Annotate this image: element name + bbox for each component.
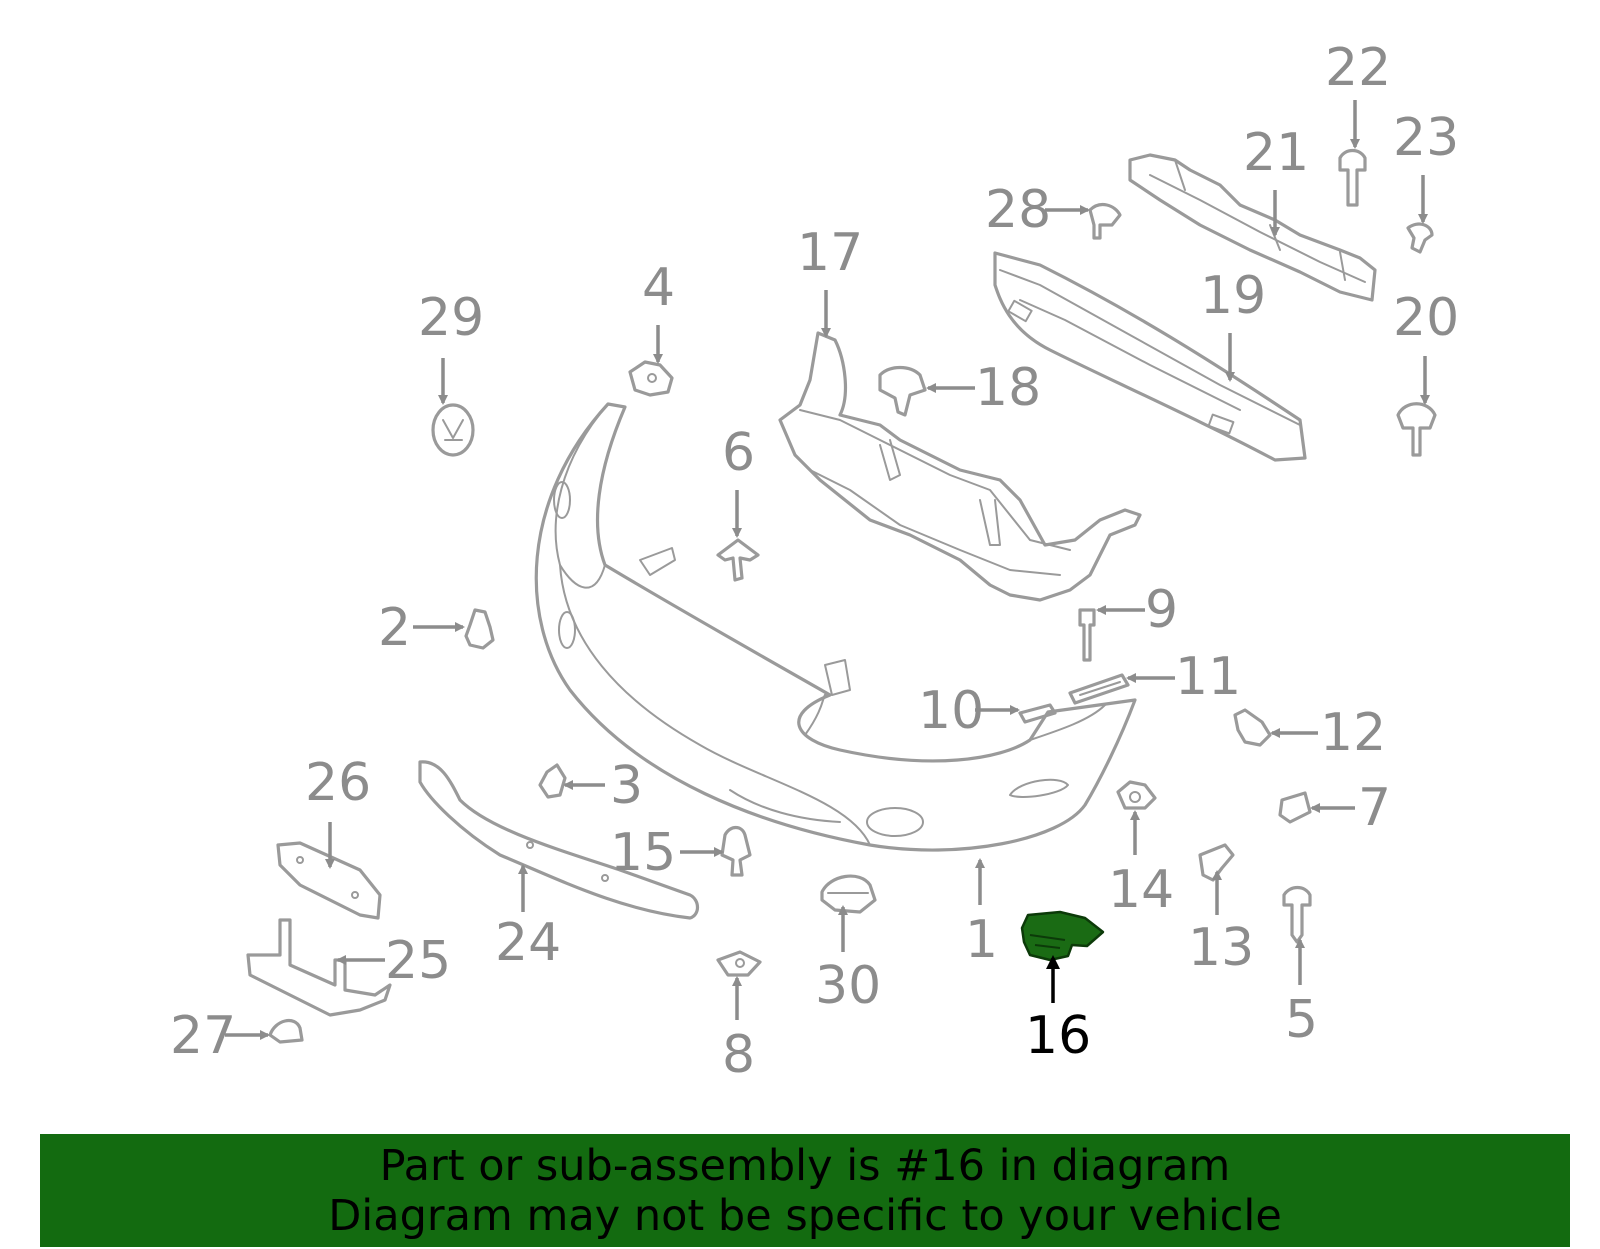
- callout-30: 30: [815, 956, 881, 1016]
- callout-25: 25: [385, 931, 451, 991]
- callout-29: 29: [418, 288, 484, 348]
- callout-9: 9: [1145, 580, 1178, 640]
- leader-arrows: [225, 100, 1430, 1040]
- callout-18: 18: [975, 358, 1041, 418]
- callout-22: 22: [1325, 38, 1391, 98]
- callout-8: 8: [722, 1025, 755, 1085]
- part-3-clip: [538, 763, 567, 799]
- callout-19: 19: [1200, 266, 1266, 326]
- part-5-bolt: [1282, 885, 1312, 944]
- callout-26: 26: [305, 753, 371, 813]
- callout-3: 3: [610, 756, 643, 816]
- callout-20: 20: [1393, 288, 1459, 348]
- part-18-bracket: [878, 365, 927, 417]
- part-22-bolt: [1338, 148, 1367, 207]
- callout-labels: 1 2 3 4 5 6 7 8 9 10 11 12 13 14 15 16 1…: [170, 38, 1459, 1085]
- part-10-pad: [1018, 703, 1057, 724]
- callout-28: 28: [985, 180, 1051, 240]
- part-11-strip: [1068, 673, 1130, 705]
- part-24-deflector: [418, 760, 700, 920]
- callout-12: 12: [1320, 703, 1386, 763]
- callout-2: 2: [378, 598, 411, 658]
- info-banner: Part or sub-assembly is #16 in diagram D…: [40, 1134, 1570, 1247]
- part-20-bolt: [1396, 402, 1437, 457]
- callout-16: 16: [1025, 1006, 1091, 1066]
- callout-13: 13: [1188, 918, 1254, 978]
- part-8-nut: [716, 950, 762, 977]
- callout-5: 5: [1285, 990, 1318, 1050]
- part-16-bracket-highlighted: [1020, 910, 1105, 962]
- part-25-frame-bracket: [246, 918, 392, 1017]
- callout-1: 1: [965, 910, 998, 970]
- callout-23: 23: [1393, 108, 1459, 168]
- callout-6: 6: [722, 423, 755, 483]
- banner-line-disclaimer: Diagram may not be specific to your vehi…: [328, 1190, 1282, 1241]
- part-4-clip: [628, 360, 674, 397]
- part-27-clip: [268, 1018, 304, 1044]
- banner-line-part-number: Part or sub-assembly is #16 in diagram: [379, 1140, 1231, 1191]
- part-6-push-pin: [716, 538, 760, 582]
- part-29-emblem: [431, 403, 475, 457]
- callout-7: 7: [1358, 778, 1391, 838]
- callout-10: 10: [918, 681, 984, 741]
- part-17-support-bracket: [778, 331, 1142, 602]
- callout-17: 17: [797, 223, 863, 283]
- callout-21: 21: [1243, 123, 1309, 183]
- part-15-push-pin: [720, 825, 752, 877]
- callout-15: 15: [610, 823, 676, 883]
- part-28-clip: [1088, 202, 1122, 240]
- callout-24: 24: [495, 913, 561, 973]
- part-14-nut: [1116, 780, 1157, 810]
- part-26-bracket-plate: [276, 841, 382, 920]
- callout-14: 14: [1108, 860, 1174, 920]
- part-9-bolt: [1078, 608, 1096, 662]
- part-13-grommet: [1198, 843, 1235, 882]
- callout-4: 4: [642, 258, 675, 318]
- callout-11: 11: [1175, 647, 1241, 707]
- part-19-reinforcement: [993, 251, 1307, 462]
- callout-27: 27: [170, 1006, 236, 1066]
- part-30-grommet: [820, 874, 877, 914]
- part-1-bumper-cover: [534, 402, 1137, 852]
- part-23-screw: [1406, 222, 1434, 254]
- part-12-clip: [1233, 708, 1272, 747]
- part-7-clip: [1278, 791, 1312, 824]
- part-2-clip: [464, 608, 495, 650]
